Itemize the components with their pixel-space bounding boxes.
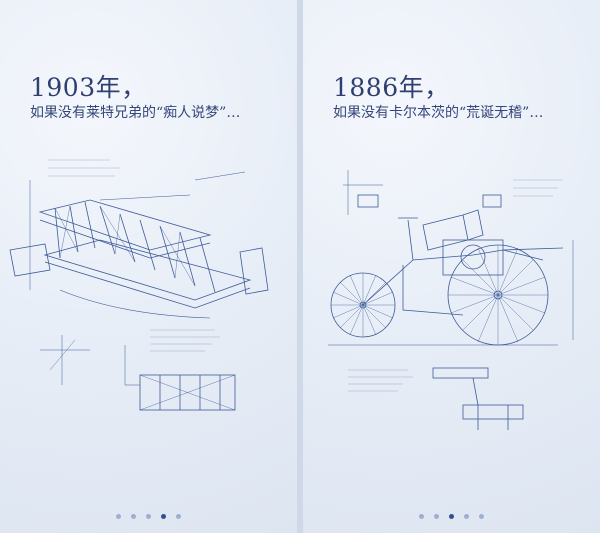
- slide-year: 1886年，: [333, 73, 450, 102]
- slide-year: 1903年，: [30, 73, 147, 102]
- pagination-dot[interactable]: [434, 514, 439, 519]
- pagination-dot-active[interactable]: [161, 514, 166, 519]
- pagination-dot[interactable]: [176, 514, 181, 519]
- pagination-dot-active[interactable]: [449, 514, 454, 519]
- pagination-dot[interactable]: [131, 514, 136, 519]
- slide-caption: 如果没有莱特兄弟的“痴人说梦”…: [30, 105, 241, 121]
- pagination-dot[interactable]: [479, 514, 484, 519]
- car-blueprint-sketch: [328, 170, 574, 430]
- pagination-dot[interactable]: [464, 514, 469, 519]
- airplane-blueprint-sketch: [9, 159, 269, 411]
- slide-caption: 如果没有卡尔本茨的“荒诞无稽”…: [333, 105, 544, 121]
- pagination-dot[interactable]: [419, 514, 424, 519]
- panel-divider: [297, 0, 303, 533]
- pagination-dot[interactable]: [116, 514, 121, 519]
- pagination-dots: [0, 514, 297, 519]
- slide-wright-brothers[interactable]: 1903年， 如果没有莱特兄弟的“痴人说梦”…: [0, 0, 297, 533]
- slide-karl-benz[interactable]: 1886年， 如果没有卡尔本茨的“荒诞无稽”…: [303, 0, 600, 533]
- pagination-dots: [303, 514, 600, 519]
- pagination-dot[interactable]: [146, 514, 151, 519]
